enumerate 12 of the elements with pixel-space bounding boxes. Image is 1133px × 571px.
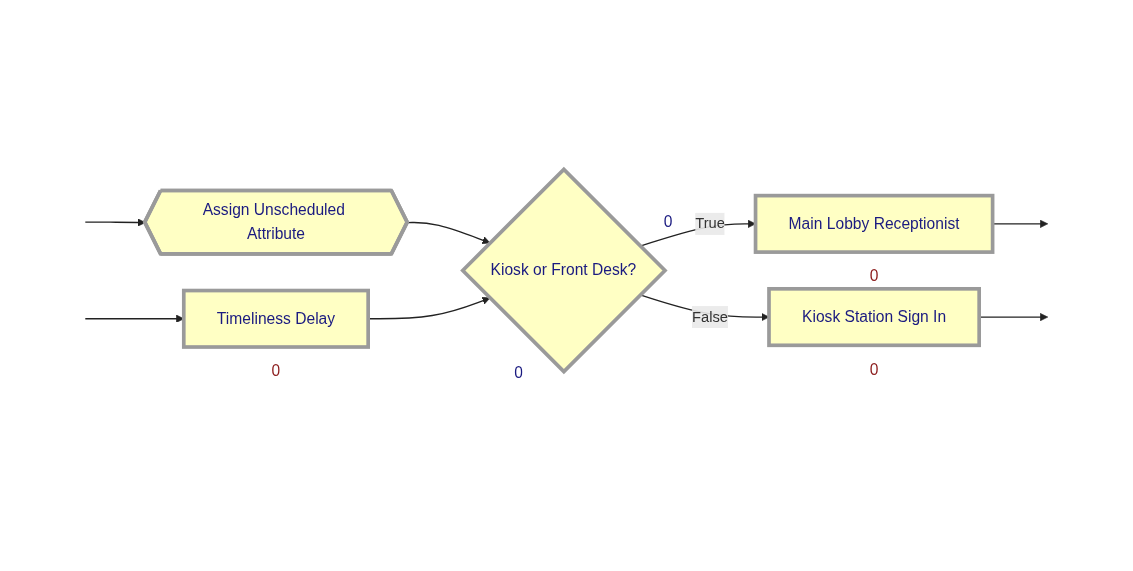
- node-box: Timeliness Delay: [181, 288, 370, 349]
- edge-label: True: [695, 215, 725, 232]
- arrow: [406, 221, 491, 245]
- node-label: 0: [271, 362, 281, 381]
- node-label: 0: [514, 364, 524, 382]
- edge-label: False: [692, 308, 728, 325]
- arrow: [84, 218, 146, 227]
- node-label: 0: [869, 360, 879, 379]
- node-box: Kiosk Station Sign In: [767, 287, 981, 348]
- node-box: Main Lobby Receptionist: [753, 193, 995, 254]
- node-label: 0: [869, 267, 879, 286]
- node-label: 0: [663, 213, 673, 231]
